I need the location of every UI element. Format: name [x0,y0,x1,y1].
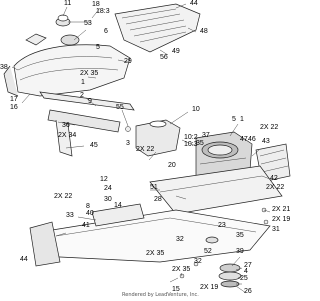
callout-label: 32 [176,236,184,243]
callout-label: 2X 22 [136,146,155,153]
leader-lines [11,3,271,294]
callout-label: 51 [150,184,158,191]
callout-label: 6 [104,28,108,35]
callout-label: 14 [114,202,122,209]
callout-label: 37 [202,132,210,139]
callout-label: 28 [154,196,162,203]
callout-label: 16 [10,104,18,111]
callout-label: 3 [126,140,130,147]
callout-label: 2X 35 [146,250,165,257]
callout-label: 36 [62,122,70,129]
callout-label: 15 [172,286,180,293]
callout-label: 10:2 [184,134,198,141]
engine-plate [149,165,283,215]
callout-label: 35 [236,232,244,239]
callout-label: 41 [82,222,90,229]
fuel-tank [135,119,181,157]
callout-label: 17 [10,96,18,103]
callout-label: 23 [218,222,226,229]
callout-label: 5 [232,116,236,123]
callout-label: 30 [104,196,112,203]
callout-label: 48 [200,28,208,35]
callout-label: 49 [172,48,180,55]
callout-label: 55 [116,104,124,111]
callout-label: 52 [204,248,212,255]
callout-label: 1 [240,116,244,123]
callout-label: 32 [194,258,202,265]
callout-label: 2X 34 [58,132,77,139]
callout-label: 35 [196,140,204,147]
callout-label: 42 [270,175,278,182]
callout-label: 2X 35 [80,70,99,77]
callout-label: 38 [0,64,8,71]
callout-label: 1 [81,79,85,86]
callout-label: 11 [64,0,72,7]
callout-label: 44 [190,0,198,7]
callout-label: 10 [192,106,200,113]
callout-label: 2X 19 [272,216,291,223]
callout-label: 56 [160,54,168,61]
callout-label: 39 [236,248,244,255]
callout-label: 2 [80,92,84,99]
callout-label: 29 [124,58,132,65]
callout-label: 9 [88,98,92,105]
parts-diagram: 11 18 18:3 44 53 6 48 5 49 56 29 38 2X 3… [0,0,291,298]
callout-label: 33 [66,212,74,219]
callout-label: 2X 21 [272,206,291,213]
callout-label: 2X 22 [266,184,285,191]
callout-label: 25 [240,275,248,282]
cap-assembly [25,14,80,46]
callout-label: 45 [90,142,98,149]
callout-label: 40 [86,210,94,217]
credit-text: Rendered by LeadVenture, Inc. [122,292,199,298]
callout-label: 31 [272,226,280,233]
callout-label: 18 [92,1,100,8]
callout-label: 27 [244,262,252,269]
callout-label: 2X 35 [172,266,191,273]
exploded-view-drawing [3,3,291,294]
callout-label: 43 [262,138,270,145]
callout-label: 8 [86,203,90,210]
pulley-stack [205,236,242,288]
lower-chassis [29,203,271,267]
callout-label: 20 [168,162,176,169]
hood-panel [114,3,201,53]
body-shroud [3,44,131,97]
callout-label: 24 [104,185,112,192]
callout-label: 47 [240,136,248,143]
callout-label: 26 [244,288,252,295]
frame-rails [39,91,135,157]
callout-label: 4 [244,268,248,275]
callout-label: 10:3 [184,141,198,148]
callout-label: 2X 19 [200,284,219,291]
callout-label: 18:3 [96,8,110,15]
callout-label: 2X 22 [54,193,73,200]
callout-label: 46 [248,136,256,143]
callout-label: 5 [96,44,100,51]
callout-label: 2X 22 [260,124,279,131]
callout-label: 44 [20,256,28,263]
callout-label: 53 [84,20,92,27]
callout-label: 12 [100,176,108,183]
